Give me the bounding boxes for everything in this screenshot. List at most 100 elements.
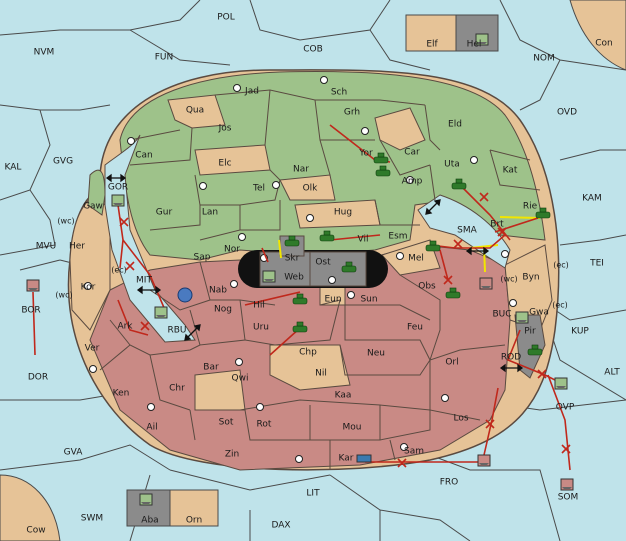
province-label: Obs bbox=[418, 282, 436, 292]
double-arrow-icon bbox=[425, 199, 441, 215]
tank-icon[interactable] bbox=[451, 178, 467, 190]
ship-icon[interactable] bbox=[479, 277, 493, 290]
ship-icon[interactable] bbox=[475, 33, 489, 46]
province-label: Hel bbox=[467, 40, 482, 50]
tank-icon[interactable] bbox=[527, 344, 543, 356]
failed-order-x bbox=[125, 261, 135, 271]
failed-order-x bbox=[443, 275, 453, 285]
sea-label: FRO bbox=[440, 478, 459, 488]
sea-label: POL bbox=[217, 13, 235, 23]
province-label: BUC bbox=[492, 310, 511, 320]
province-label: ROD bbox=[501, 353, 521, 363]
ship-icon[interactable] bbox=[515, 311, 529, 324]
tank-icon[interactable] bbox=[375, 165, 391, 177]
supply-center-icon bbox=[501, 250, 509, 258]
sea-label: DAX bbox=[271, 521, 290, 531]
fleets bbox=[26, 33, 574, 506]
west-lake bbox=[104, 134, 196, 343]
supply-center-icon bbox=[441, 394, 449, 402]
supply-center-icon bbox=[233, 84, 241, 92]
tank-icon[interactable] bbox=[425, 240, 441, 252]
province-label: Web bbox=[284, 273, 304, 283]
province-label: Orn bbox=[186, 516, 202, 526]
land-labels: Jad Sch Qua Grh Jos Can Eld Elc Car Nar … bbox=[55, 87, 578, 503]
supply-center-icon bbox=[295, 455, 303, 463]
province-label: Eun bbox=[324, 295, 341, 305]
ship-icon[interactable] bbox=[477, 454, 491, 467]
tank-icon[interactable] bbox=[373, 152, 389, 164]
order-line bbox=[32, 291, 36, 356]
province-label: Sot bbox=[219, 418, 234, 428]
order-line bbox=[329, 234, 381, 241]
ship-icon[interactable] bbox=[111, 194, 125, 207]
province-label: Kat bbox=[503, 166, 518, 176]
province-label: Ost bbox=[315, 258, 331, 268]
province-label: Nar bbox=[293, 165, 309, 175]
province-label: Sap bbox=[194, 253, 211, 263]
province-label: Uru bbox=[253, 323, 269, 333]
double-arrow-icon bbox=[105, 173, 127, 183]
province-label: GOR bbox=[108, 183, 128, 193]
sea-label: MVU bbox=[36, 242, 57, 252]
province-label: SOM bbox=[558, 493, 579, 503]
province-label: Skr bbox=[285, 254, 300, 264]
province-label: Los bbox=[453, 414, 468, 424]
province-label: Sch bbox=[331, 88, 347, 98]
supply-center-icon bbox=[89, 365, 97, 373]
supply-center-icon bbox=[320, 76, 328, 84]
order-line bbox=[429, 234, 506, 249]
ship-icon[interactable] bbox=[154, 306, 168, 319]
sea-label: DOR bbox=[28, 373, 48, 383]
double-arrow-icon bbox=[465, 246, 490, 256]
province-label: Can bbox=[135, 151, 153, 161]
tank-icon[interactable] bbox=[319, 230, 335, 242]
supply-center-icon bbox=[147, 403, 155, 411]
province-label: Grh bbox=[344, 108, 360, 118]
ship-icon[interactable] bbox=[554, 377, 568, 390]
tank-icon[interactable] bbox=[292, 321, 308, 333]
green-region bbox=[119, 71, 546, 261]
province-label: Her bbox=[69, 242, 85, 252]
supply-center-icon bbox=[470, 156, 478, 164]
province-label: Ken bbox=[113, 389, 130, 399]
sea-label: COB bbox=[303, 45, 323, 55]
province-label: Kaa bbox=[335, 391, 352, 401]
coast-label: (wc) bbox=[500, 275, 517, 284]
province-label: Lan bbox=[202, 208, 218, 218]
tank-icon[interactable] bbox=[535, 207, 551, 219]
sea-label: OVD bbox=[557, 108, 577, 118]
supply-center-icon bbox=[199, 182, 207, 190]
sea-label: GVG bbox=[53, 157, 73, 167]
province-label: Qua bbox=[186, 106, 204, 116]
failed-order-x bbox=[479, 192, 489, 202]
failed-order-x bbox=[140, 321, 150, 331]
order-line bbox=[506, 329, 546, 376]
supply-center-icon bbox=[272, 181, 280, 189]
ship-icon[interactable] bbox=[560, 478, 574, 491]
province-label: Olk bbox=[303, 184, 319, 194]
failed-order-x bbox=[453, 239, 463, 249]
ship-icon[interactable] bbox=[262, 270, 276, 283]
ship-icon[interactable] bbox=[139, 493, 153, 506]
failed-order-x bbox=[485, 419, 495, 429]
failed-order-x bbox=[561, 444, 571, 454]
province-label: Yor bbox=[358, 149, 373, 159]
double-arrow-icon bbox=[136, 285, 162, 295]
tank-icon[interactable] bbox=[341, 261, 357, 273]
ship-icon[interactable] bbox=[26, 279, 40, 292]
ship-icon[interactable] bbox=[356, 454, 372, 463]
order-line bbox=[483, 387, 499, 456]
tank-icon[interactable] bbox=[445, 287, 461, 299]
province-label: Chr bbox=[169, 384, 185, 394]
tank-icon[interactable] bbox=[284, 235, 300, 247]
move-orders bbox=[32, 124, 571, 471]
double-arrow-icon bbox=[499, 363, 524, 373]
supply-center-icon bbox=[509, 299, 517, 307]
supply-center-icon bbox=[306, 214, 314, 222]
pir-zone bbox=[514, 314, 546, 379]
order-line bbox=[117, 299, 149, 336]
supply-center-icon bbox=[235, 358, 243, 366]
failed-order-x bbox=[537, 369, 547, 379]
tank-icon[interactable] bbox=[292, 293, 308, 305]
